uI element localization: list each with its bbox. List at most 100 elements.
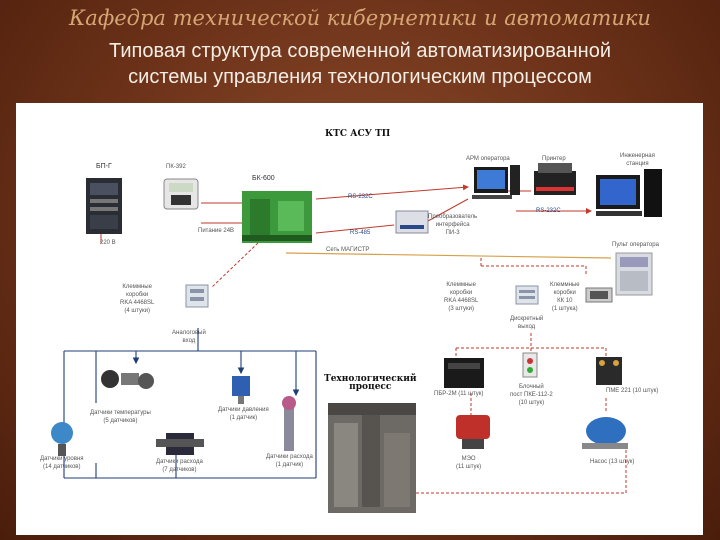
power-label: Питание 24В	[198, 228, 235, 234]
operator-workstation-label: АРМ оператора	[466, 156, 510, 162]
pressure-sensor-label-1: Датчики давления	[218, 407, 269, 413]
remote-post-label-2: пост ПКЕ-112-2	[510, 392, 553, 398]
interface-converter-icon	[395, 210, 429, 234]
pressure-sensor-label: Датчики давления (1 датчик)	[218, 406, 269, 422]
process-label: Технологический процесс	[324, 374, 417, 392]
temperature-sensor-label-2: (5 датчиков)	[103, 418, 138, 424]
network-label: Сеть МАГИСТР	[326, 247, 370, 253]
engineering-station-icon	[596, 169, 662, 217]
slide-title-line-1: Типовая структура современной автоматизи…	[108, 40, 612, 62]
terminal-left-label-3: RKA 4468SL	[120, 300, 155, 306]
flow-sensor-label: Датчики расхода (7 датчиков)	[156, 458, 203, 474]
voltage-label: 220 В	[100, 240, 116, 246]
console-label: Пульт оператора	[612, 242, 659, 248]
meo-label-1: МЭО	[461, 456, 476, 462]
flow-sensor-2-icon	[282, 396, 296, 451]
discrete-output-label: Дискретный выход	[510, 315, 543, 331]
rs232-label-a: RS-232C	[348, 194, 373, 200]
terminal-left-label: Клеммные коробки RKA 4468SL (4 штуки)	[120, 283, 154, 315]
engineering-station-label-2: станция	[626, 161, 649, 167]
department-title: Кафедра технической кибернетики и автома…	[69, 6, 651, 30]
printer-icon	[534, 163, 576, 195]
converter-label-1: Преобразователь	[428, 214, 478, 220]
terminal-right-label-3: КК 10	[557, 298, 573, 304]
pme-label: ПМЕ 221 (10 штук)	[606, 388, 659, 394]
terminal-mid-label: Клеммные коробки RKA 4468SL (3 штуки)	[444, 281, 478, 313]
meo-actuator-icon	[456, 415, 490, 449]
diagram-canvas	[51, 163, 662, 513]
pump-label: Насос (13 штук)	[590, 459, 635, 465]
analog-input-label-1: Аналоговый	[172, 330, 206, 336]
printer-label: Принтер	[542, 156, 566, 162]
bp-g-label: БП-Г	[96, 163, 112, 170]
remote-post-label-3: (10 штук)	[518, 400, 545, 406]
terminal-box-left-icon	[185, 284, 209, 308]
kts-title: КТС АСУ ТП	[325, 129, 391, 139]
terminal-left-label-4: (4 штуки)	[124, 308, 150, 314]
meo-label: МЭО (11 штук)	[456, 455, 481, 471]
bk-600-module-icon	[242, 191, 312, 243]
process-label-2: процесс	[349, 382, 392, 392]
terminal-right-label-4: (1 штука)	[551, 306, 578, 312]
remote-post-label-1: Блочный	[518, 384, 544, 390]
flow-sensor-2-label: Датчики расхода (1 датчик)	[266, 453, 313, 469]
converter-label: Преобразователь интерфейса ПИ-3	[428, 213, 477, 237]
slide-title-line-2: системы управления технологическим проце…	[128, 66, 592, 88]
discrete-output-label-1: Дискретный	[510, 316, 544, 322]
terminal-mid-label-2: коробки	[450, 290, 473, 296]
flow-sensor-icon	[156, 433, 204, 455]
temperature-sensor-label: Датчики температуры (5 датчиков)	[90, 409, 151, 425]
terminal-left-label-2: коробки	[126, 292, 149, 298]
slide-title: Типовая структура современной автоматизи…	[0, 38, 720, 90]
pressure-sensor-icon	[232, 376, 250, 404]
analog-input-label-2: вход	[182, 338, 196, 344]
level-sensor-icon	[51, 422, 73, 456]
operator-console-icon	[615, 252, 653, 296]
pk-392-handheld-icon	[163, 178, 199, 210]
terminal-mid-label-4: (3 штуки)	[448, 306, 474, 312]
remote-post-label: Блочный пост ПКЕ-112-2 (10 штук)	[510, 383, 553, 407]
diagram-panel: КТС АСУ ТП БП-Г ПК-392 БК-600 220 В Пита…	[16, 103, 703, 535]
process-photo	[328, 403, 416, 513]
level-sensor-label-2: (14 датчиков)	[43, 464, 81, 470]
rs232-label-b: RS-232C	[536, 208, 561, 214]
analog-input-label: Аналоговый вход	[172, 329, 206, 345]
level-sensor-label-1: Датчики уровня	[40, 456, 84, 462]
flow-sensor-label-1: Датчики расхода	[156, 459, 203, 465]
meo-label-2: (11 штук)	[456, 464, 482, 470]
bp-g-cabinet-icon	[86, 178, 122, 234]
rs485-label: RS-485	[350, 230, 371, 236]
terminal-right-label-1: Клеммные	[550, 282, 580, 288]
bk-600-label: БК-600	[252, 175, 275, 182]
flow-sensor-2-label-2: (1 датчик)	[275, 462, 304, 468]
discrete-output-label-2: выход	[518, 324, 536, 330]
remote-post-icon	[522, 352, 538, 378]
converter-label-2: интерфейса	[435, 222, 470, 228]
pme-starter-icon	[596, 357, 622, 385]
terminal-box-right-icon	[585, 287, 613, 303]
slide-header: Кафедра технической кибернетики и автома…	[0, 0, 720, 100]
pk-392-label: ПК-392	[166, 164, 186, 170]
engineering-station-label: Инженерная станция	[620, 152, 655, 168]
converter-label-3: ПИ-3	[445, 230, 460, 236]
terminal-left-label-1: Клеммные	[122, 284, 152, 290]
process-label-1: Технологический	[324, 374, 417, 384]
flow-sensor-label-2: (7 датчиков)	[162, 467, 197, 473]
operator-workstation-icon	[472, 165, 520, 199]
pbr-2m-starter-icon	[444, 358, 484, 388]
terminal-box-mid-icon	[515, 285, 539, 305]
temperature-sensor-icon	[101, 370, 154, 389]
terminal-mid-label-3: RKA 4468SL	[444, 298, 479, 304]
pump-icon	[582, 417, 628, 449]
terminal-right-label-2: коробки	[553, 290, 576, 296]
flow-sensor-2-label-1: Датчики расхода	[266, 454, 313, 460]
terminal-mid-label-1: Клеммные	[446, 282, 476, 288]
terminal-right-label: Клеммные коробки КК 10 (1 штука)	[550, 281, 580, 313]
pbr-label: ПБР-2М (11 штук)	[434, 391, 484, 397]
pressure-sensor-label-2: (1 датчик)	[229, 415, 258, 421]
engineering-station-label-1: Инженерная	[620, 153, 655, 159]
temperature-sensor-label-1: Датчики температуры	[90, 410, 151, 416]
connections-field	[63, 328, 317, 479]
level-sensor-label: Датчики уровня (14 датчиков)	[40, 455, 84, 471]
